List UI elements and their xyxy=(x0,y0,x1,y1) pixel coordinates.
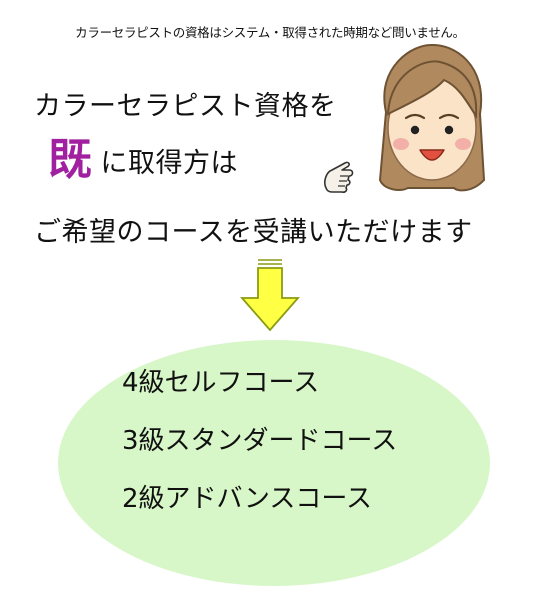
course-level-3: 3級スタンダードコース xyxy=(122,426,398,456)
pointing-hand-icon xyxy=(324,161,354,193)
eyebrow-right xyxy=(438,113,460,120)
cheek-right xyxy=(455,138,471,150)
course-ellipse xyxy=(58,340,490,586)
headline-line-3: ご希望のコースを受講いただけます xyxy=(34,217,473,248)
eligibility-note: カラーセラピストの資格はシステム・取得された時期など問いません。 xyxy=(75,25,465,40)
course-list: 4級セルフコース 3級スタンダードコース 2級アドバンスコース xyxy=(122,370,397,544)
headline-line-2-rest: に取得方は xyxy=(100,147,238,179)
eyebrow-left xyxy=(404,113,426,120)
eye-right xyxy=(444,125,454,135)
headline-line-2: 既 に取得方は xyxy=(48,138,238,182)
headline-line-1: カラーセラピスト資格を xyxy=(34,91,337,122)
course-level-4: 4級セルフコース xyxy=(122,368,320,398)
eye-left xyxy=(410,125,420,135)
down-arrow-icon xyxy=(240,259,300,332)
course-level-2: 2級アドバンスコース xyxy=(122,484,373,514)
hair-fringe xyxy=(386,60,478,120)
mouth xyxy=(419,149,445,161)
woman-face-illustration xyxy=(378,43,486,192)
cheek-left xyxy=(393,138,409,150)
highlight-kanji: 既 xyxy=(48,134,93,185)
